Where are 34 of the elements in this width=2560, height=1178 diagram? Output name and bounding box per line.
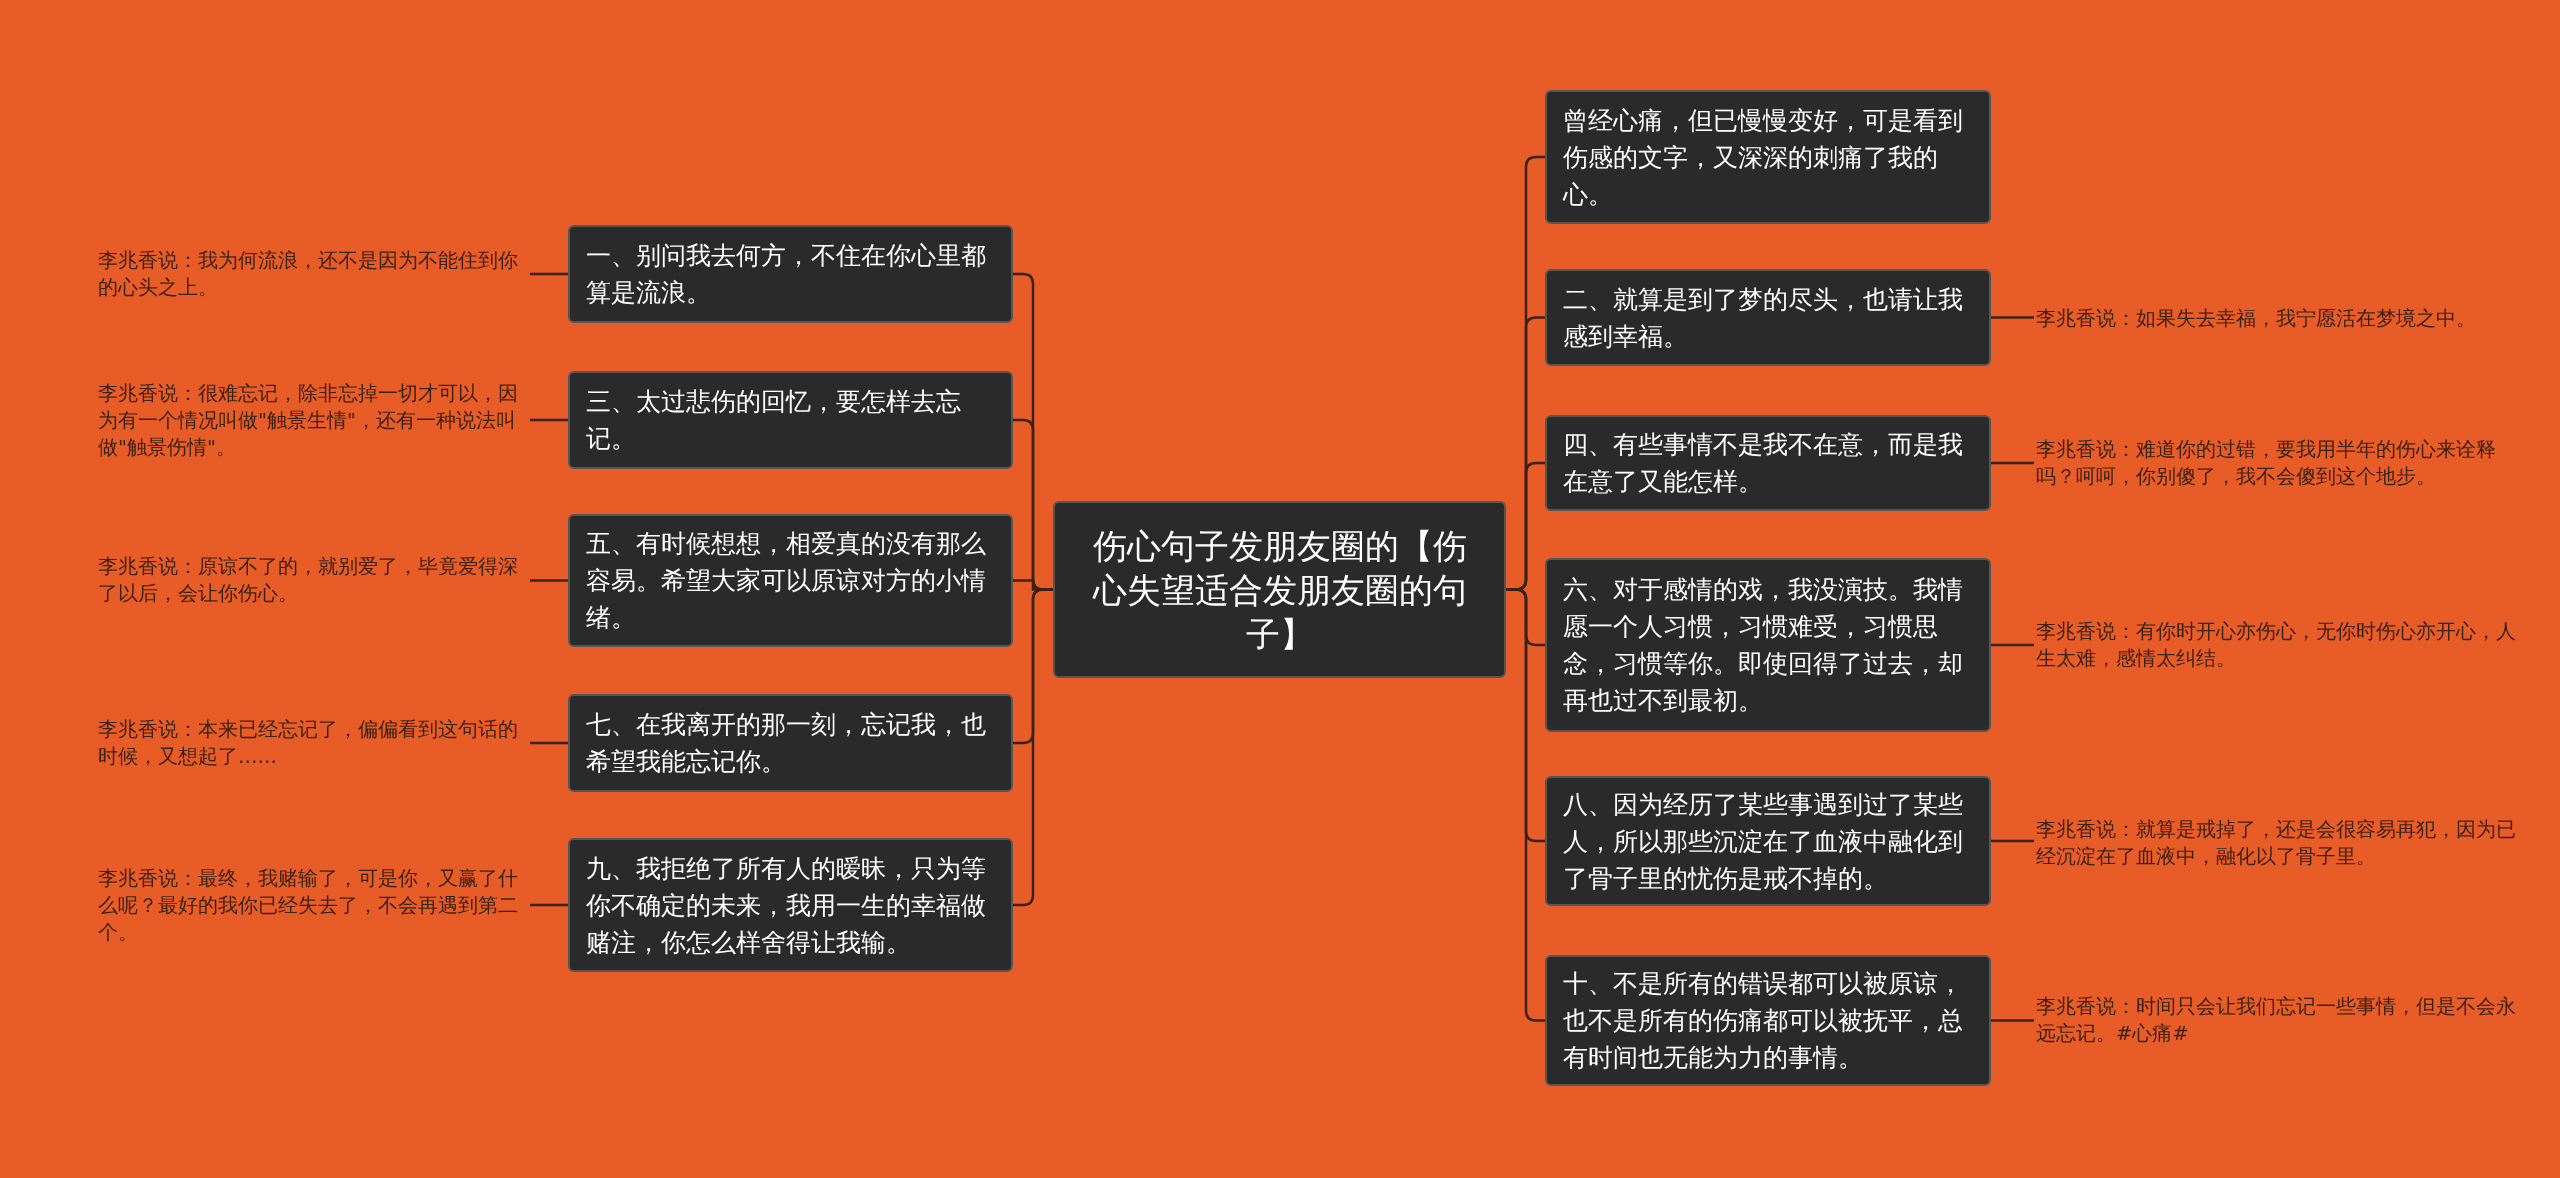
topic-box: 伤心句子发朋友圈的【伤心失望适合发朋友圈的句子】 bbox=[1053, 501, 1506, 678]
connector bbox=[1991, 643, 2034, 647]
note-text: 李兆香说：如果失去幸福，我宁愿活在梦境之中。 bbox=[2036, 278, 2516, 358]
connector bbox=[530, 418, 568, 422]
connector bbox=[530, 272, 568, 276]
connector bbox=[1506, 588, 1545, 1022]
note-text: 李兆香说：时间只会让我们忘记一些事情，但是不会永远忘记。#心痛# bbox=[2036, 980, 2516, 1060]
note-text: 李兆香说：很难忘记，除非忘掉一切才可以，因为有一个情况叫做"触景生情"，还有一种说法叫做"触景伤情"。 bbox=[98, 375, 528, 465]
connector bbox=[1991, 1019, 2034, 1022]
branch-box: 三、太过悲伤的回忆，要怎样去忘记。 bbox=[568, 371, 1013, 469]
connector bbox=[1991, 461, 2034, 465]
branch-box: 九、我拒绝了所有人的暧昧，只为等你不确定的未来，我用一生的幸福做赌注，你怎么样舍得让我输。 bbox=[568, 838, 1013, 972]
connector bbox=[530, 903, 568, 907]
note-text: 李兆香说：原谅不了的，就别爱了，毕竟爱得深了以后，会让你伤心。 bbox=[98, 540, 528, 620]
note-text: 李兆香说：我为何流浪，还不是因为不能住到你的心头之上。 bbox=[98, 234, 528, 314]
note-text: 李兆香说：就算是戒掉了，还是会很容易再犯，因为已经沉淀在了血液中，融化以了骨子里。 bbox=[2036, 795, 2516, 891]
connector bbox=[1991, 839, 2034, 843]
connector bbox=[530, 741, 568, 745]
connector bbox=[1991, 316, 2034, 319]
connector bbox=[1013, 588, 1053, 907]
branch-box: 八、因为经历了某些事遇到过了某些人，所以那些沉淀在了血液中融化到了骨子里的忧伤是戒不掉的。 bbox=[1545, 776, 1991, 906]
branch-box: 十、不是所有的错误都可以被原谅，也不是所有的伤痛都可以被抚平，总有时间也无能为力的事情。 bbox=[1545, 955, 1991, 1086]
note-text: 李兆香说：难道你的过错，要我用半年的伤心来诠释吗？呵呵，你别傻了，我不会傻到这个地步。 bbox=[2036, 415, 2516, 511]
branch-box: 曾经心痛，但已慢慢变好，可是看到伤感的文字，又深深的刺痛了我的心。 bbox=[1545, 90, 1991, 224]
note-text: 李兆香说：最终，我赌输了，可是你，又赢了什么呢？最好的我你已经失去了，不会再遇到第二个。 bbox=[98, 850, 528, 960]
branch-box: 七、在我离开的那一刻，忘记我，也希望我能忘记你。 bbox=[568, 694, 1013, 792]
branch-box: 二、就算是到了梦的尽头，也请让我感到幸福。 bbox=[1545, 269, 1991, 366]
note-text: 李兆香说：本来已经忘记了，偏偏看到这句话的时候，又想起了…… bbox=[98, 703, 528, 783]
branch-box: 六、对于感情的戏，我没演技。我情愿一个人习惯，习惯难受，习惯思念，习惯等你。即使回得了过去，却再也过不到最初。 bbox=[1545, 558, 1991, 732]
connector bbox=[530, 579, 568, 582]
note-text: 李兆香说：有你时开心亦伤心，无你时伤心亦开心，人生太难，感情太纠结。 bbox=[2036, 605, 2516, 685]
branch-box: 四、有些事情不是我不在意，而是我在意了又能怎样。 bbox=[1545, 415, 1991, 511]
branch-box: 一、别问我去何方，不住在你心里都算是流浪。 bbox=[568, 225, 1013, 323]
branch-box: 五、有时候想想，相爱真的没有那么容易。希望大家可以原谅对方的小情绪。 bbox=[568, 514, 1013, 647]
